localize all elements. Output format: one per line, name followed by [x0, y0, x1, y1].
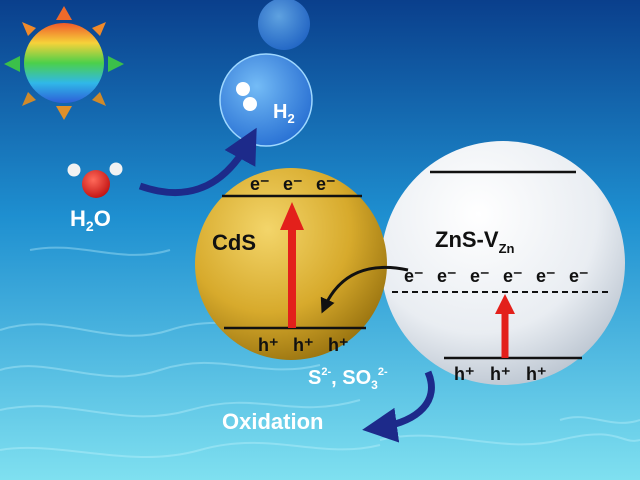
zns-electron: e⁻ [404, 266, 424, 286]
zns-holes: h⁺ h⁺ h⁺ [454, 364, 547, 384]
cds-electron: e⁻ [283, 174, 303, 194]
zns-excitation-arrow-head [495, 294, 515, 314]
cds-holes: h⁺ h⁺ h⁺ [258, 335, 349, 355]
cds-hole: h⁺ [328, 335, 349, 355]
h2o-molecule-icon [67, 162, 123, 198]
h2-molecule-icon [236, 82, 257, 111]
sacrificial-agent-label: S2-, SO32- [308, 366, 388, 392]
oxidation-arrow [362, 370, 435, 443]
zns-hole: h⁺ [526, 364, 547, 384]
zns-sphere [381, 141, 625, 385]
bubble-icon [219, 0, 313, 147]
h2-label: H2 [273, 101, 295, 126]
zns-electron: e⁻ [503, 266, 523, 286]
cds-electrons: e⁻ e⁻ e⁻ [250, 174, 336, 194]
electron-transfer-arrow [320, 265, 409, 314]
cds-hole: h⁺ [258, 335, 279, 355]
cds-hole: h⁺ [293, 335, 314, 355]
zns-label: ZnS-VZn [435, 227, 515, 256]
zns-hole: h⁺ [454, 364, 475, 384]
zns-electrons: e⁻ e⁻ e⁻ e⁻ e⁻ e⁻ [404, 266, 589, 286]
zns-hole: h⁺ [490, 364, 511, 384]
zns-electron: e⁻ [437, 266, 457, 286]
cds-label: CdS [212, 230, 256, 255]
zns-electron: e⁻ [536, 266, 556, 286]
cds-electron: e⁻ [316, 174, 336, 194]
h2o-label: H2O [70, 206, 111, 234]
zns-electron: e⁻ [470, 266, 490, 286]
water-splitting-arrow [138, 127, 257, 197]
zns-electron: e⁻ [569, 266, 589, 286]
sun-icon [4, 6, 124, 120]
cds-electron: e⁻ [250, 174, 270, 194]
cds-excitation-arrow-head [280, 202, 304, 230]
oxidation-label: Oxidation [222, 409, 323, 434]
